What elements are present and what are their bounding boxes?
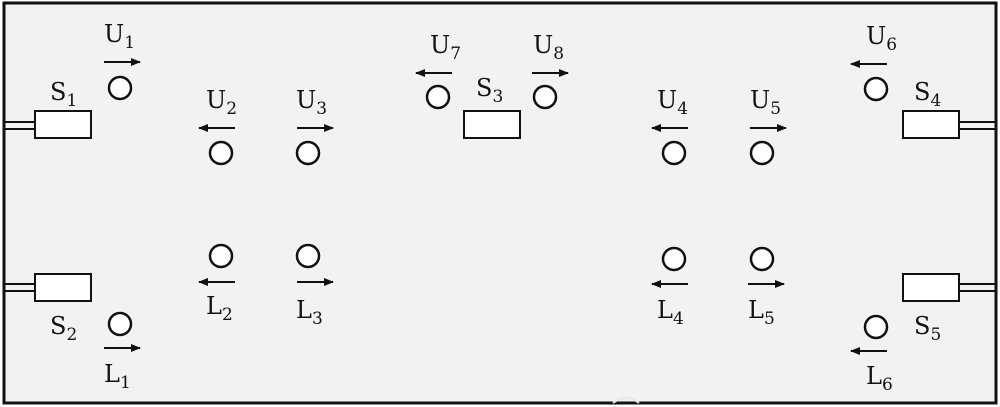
point-u2: U2 [198,86,237,166]
point-l6-label: L6 [866,362,893,395]
edge-artifact [612,397,640,404]
point-l5-label-index: 5 [764,309,775,329]
point-l1-label-index: 1 [120,373,131,393]
point-l4-circle [661,246,687,272]
point-u8-label: U8 [533,31,564,64]
point-l6: L6 [850,314,893,395]
sensor-s2: S2 [5,273,92,345]
point-l1-label-letter: L [104,360,120,388]
point-l3: L3 [295,243,334,329]
point-u4: U4 [651,86,688,166]
point-l5-label-letter: L [748,296,764,324]
sensor-s2-body [34,273,92,302]
point-l6-label-index: 6 [882,375,893,395]
sensor-s4-label: S4 [914,78,941,111]
point-u7-label-index: 7 [450,44,461,64]
point-u1-label-letter: U [104,20,124,48]
point-u2-circle [208,140,234,166]
point-u5-circle [749,140,775,166]
point-l6-circle [863,314,889,340]
sensor-s1: S1 [5,78,92,139]
point-u2-label: U2 [206,86,237,119]
point-u8-label-letter: U [533,31,553,59]
point-u6-circle [863,76,889,102]
point-u3-label-letter: U [296,86,316,114]
sensor-s4-body [902,110,960,139]
sensor-s1-body [34,110,92,139]
point-l5-circle [749,246,775,272]
point-u7-label-letter: U [430,31,450,59]
point-l2-label-index: 2 [222,305,233,325]
point-u3-label-index: 3 [316,99,327,119]
point-l2: L2 [198,243,235,325]
point-u6-label-letter: U [866,22,886,50]
point-l1-label: L1 [104,360,131,393]
point-u5: U5 [749,86,787,166]
point-l4-label-letter: L [657,296,673,324]
point-u2-label-letter: U [206,86,226,114]
sensor-s1-label: S1 [50,78,77,111]
point-u5-label: U5 [750,86,781,119]
point-u3: U3 [295,86,334,166]
point-l6-label-letter: L [866,362,882,390]
point-u5-label-letter: U [750,86,770,114]
sensor-s5-body [902,273,960,302]
point-l5-label: L5 [748,296,775,329]
point-u1-label: U1 [104,20,135,53]
point-l2-label-letter: L [206,292,222,320]
sensor-s3-label: S3 [476,74,503,107]
point-u6-label: U6 [866,22,897,55]
point-u3-circle [295,140,321,166]
point-u8-label-index: 8 [553,44,564,64]
point-u7: U7 [415,31,461,110]
point-u4-label-index: 4 [677,99,688,119]
point-l1: L1 [104,311,141,393]
point-u7-label: U7 [430,31,461,64]
sensor-s3: S3 [463,74,521,139]
sensor-s3-body [463,110,521,139]
point-u4-label: U4 [657,86,688,119]
point-l1-circle [107,311,133,337]
point-u8: U8 [532,31,569,110]
point-l4-label-index: 4 [673,309,684,329]
point-u3-label: U3 [296,86,327,119]
sensor-s4: S4 [902,78,995,139]
point-l2-label: L2 [206,292,233,325]
point-u2-label-index: 2 [226,99,237,119]
point-u4-circle [661,140,687,166]
point-l3-circle [295,243,321,269]
point-u7-circle [425,84,451,110]
point-u4-label-letter: U [657,86,677,114]
point-u1-circle [107,75,133,101]
point-l3-label-index: 3 [312,309,323,329]
point-l3-label-letter: L [296,296,312,324]
point-l3-label: L3 [296,296,323,329]
point-l5: L5 [748,246,785,329]
sensor-s2-label: S2 [50,312,77,345]
sensor-s5-label: S5 [914,312,941,345]
point-u8-circle [532,84,558,110]
point-u5-label-index: 5 [770,99,781,119]
point-u1-label-index: 1 [124,33,135,53]
point-l4-label: L4 [657,296,684,329]
sensor-s5: S5 [902,273,995,345]
point-u6-label-index: 6 [886,35,897,55]
point-l2-circle [208,243,234,269]
point-u1: U1 [104,20,141,101]
point-u6: U6 [850,22,897,102]
point-l4: L4 [651,246,688,329]
